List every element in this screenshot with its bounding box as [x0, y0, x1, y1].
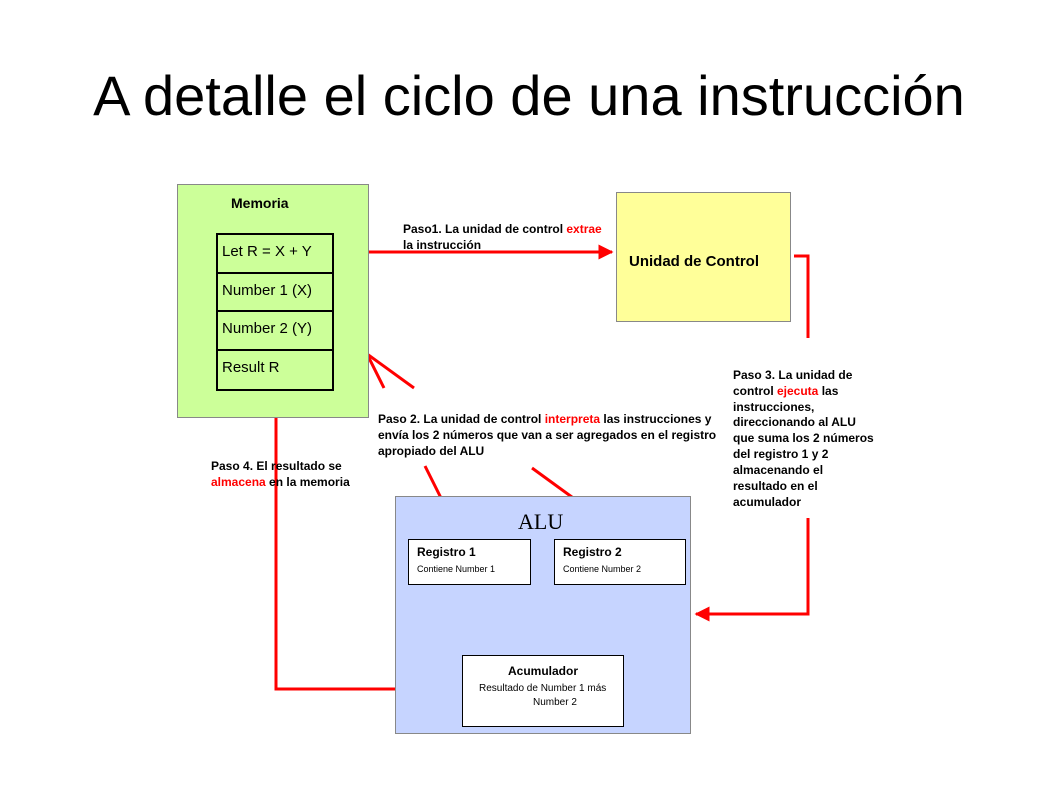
memoria-cell-instruction: Let R = X + Y [218, 235, 332, 274]
memoria-title: Memoria [231, 195, 289, 211]
page-title: A detalle el ciclo de una instrucción [93, 64, 965, 127]
memoria-block: Memoria Let R = X + Y Number 1 (X) Numbe… [177, 184, 369, 418]
registro2-desc: Contiene Number 2 [563, 564, 642, 574]
paso4-highlight: almacena [211, 474, 266, 489]
registro2-title: Registro 2 [563, 545, 622, 559]
memoria-cell-number2: Number 2 (Y) [218, 312, 332, 351]
paso4-note: Paso 4. El resultado se almacena en la m… [211, 459, 350, 489]
paso3-highlight: ejecuta [777, 383, 819, 398]
alu-label: ALU [518, 509, 564, 534]
alu-block: ALU Registro 1 Contiene Number 1 Registr… [395, 496, 691, 734]
unidad-control-block: Unidad de Control [616, 192, 791, 322]
acumulador-desc: Resultado de Number 1 más Number 2 [479, 682, 606, 709]
acumulador-title: Acumulador [507, 664, 578, 678]
memoria-cell-number1: Number 1 (X) [218, 274, 332, 312]
arrow-paso3 [794, 254, 810, 338]
paso2-highlight: interpreta [544, 412, 601, 426]
registro1-desc: Contiene Number 1 [417, 564, 496, 574]
arrow-paso3-bottom [694, 518, 810, 622]
registro1-box: Registro 1 Contiene Number 1 [408, 539, 531, 585]
memoria-table: Let R = X + Y Number 1 (X) Number 2 (Y) … [216, 233, 334, 391]
paso1-note: Paso1. La unidad de control extrae la in… [403, 222, 602, 252]
registro1-title: Registro 1 [417, 545, 476, 559]
paso2-note: Paso 2. La unidad de control interpreta … [378, 412, 717, 458]
acumulador-box: Acumulador Resultado de Number 1 más Num… [462, 655, 624, 727]
acumulador-desc-line1: Resultado de Number 1 más [479, 683, 607, 694]
memoria-cell-result: Result R [222, 358, 280, 376]
unidad-control-label: Unidad de Control [629, 253, 759, 270]
paso3-note: Paso 3. La unidad de control ejecuta las… [733, 368, 874, 509]
acumulador-desc-line2: Number 2 [533, 696, 577, 708]
registro2-box: Registro 2 Contiene Number 2 [554, 539, 686, 585]
paso1-highlight: extrae [566, 222, 602, 236]
